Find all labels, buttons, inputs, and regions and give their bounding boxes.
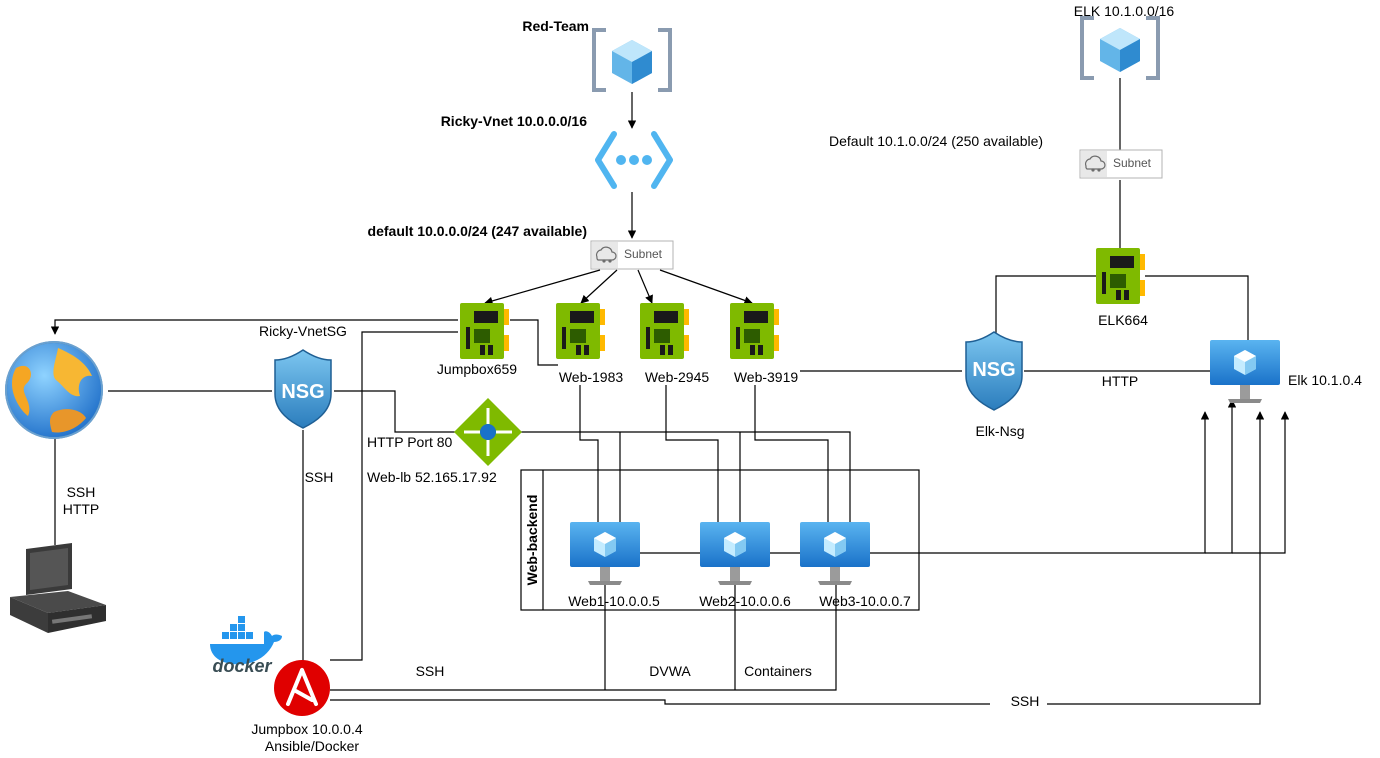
jumpbox-label-line2: Ansible/Docker xyxy=(265,738,359,754)
network-card-icon xyxy=(1096,248,1145,304)
nsg-ssh-label: SSH xyxy=(305,469,334,485)
vm-web2-label: Web2-10.0.0.6 xyxy=(699,593,791,609)
nic-elk-label: ELK664 xyxy=(1098,312,1148,328)
vm-elk[interactable] xyxy=(1210,340,1280,403)
subnet-badge-text: Subnet xyxy=(624,247,663,261)
cube-icon xyxy=(1080,16,1160,80)
network-card-icon xyxy=(460,303,509,359)
elk-http-label: HTTP xyxy=(1102,373,1139,389)
cube-icon xyxy=(592,28,672,92)
ssh-http-label-line1: SSH xyxy=(67,484,96,500)
nic-web3-label: Web-3919 xyxy=(734,369,799,385)
elk-nsg[interactable]: NSG xyxy=(965,331,1023,411)
load-balancer[interactable] xyxy=(454,398,522,466)
connection-lines xyxy=(50,78,1290,705)
vm-elk-label: Elk 10.1.0.4 xyxy=(1288,372,1362,388)
vm-web3[interactable] xyxy=(800,522,870,585)
web-backend-label: Web-backend xyxy=(524,495,540,586)
elk-nsg-icon-text: NSG xyxy=(972,359,1015,381)
jumpbox-ansible[interactable] xyxy=(274,660,330,716)
elk-subnet-badge-text: Subnet xyxy=(1113,156,1152,170)
vm-web2[interactable] xyxy=(700,522,770,585)
nic-web1-label: Web-1983 xyxy=(559,369,624,385)
virtual-machine-icon xyxy=(1210,340,1280,403)
elk-ssh-label: SSH xyxy=(1011,693,1040,709)
elk-nsg-label: Elk-Nsg xyxy=(975,423,1024,439)
ssh-http-label-line2: HTTP xyxy=(63,501,100,517)
ricky-nsg[interactable]: NSG xyxy=(274,349,332,429)
dvwa-label: DVWA xyxy=(649,663,691,679)
network-card-icon xyxy=(640,303,689,359)
nic-web1[interactable] xyxy=(556,303,605,359)
red-team-label: Red-Team xyxy=(522,18,589,34)
red-team-resource-group[interactable] xyxy=(592,28,672,92)
virtual-machine-icon xyxy=(700,522,770,585)
vm-web1[interactable] xyxy=(570,522,640,585)
lb-name-label: Web-lb 52.165.17.92 xyxy=(367,469,497,485)
nic-web2[interactable] xyxy=(640,303,689,359)
subnet-badge[interactable]: Subnet xyxy=(590,240,674,270)
workstation-computer[interactable] xyxy=(10,543,106,633)
nic-jumpbox-label: Jumpbox659 xyxy=(437,361,517,377)
vm-web3-label: Web3-10.0.0.7 xyxy=(819,593,911,609)
jumpbox-label-line1: Jumpbox 10.0.0.4 xyxy=(251,721,363,737)
ricky-nsg-label: Ricky-VnetSG xyxy=(259,323,347,339)
vnet-label: Ricky-Vnet 10.0.0.0/16 xyxy=(441,113,588,129)
virtual-machine-icon xyxy=(570,522,640,585)
containers-label: Containers xyxy=(744,663,812,679)
nic-web3[interactable] xyxy=(730,303,779,359)
nsg-icon-text: NSG xyxy=(281,381,324,403)
vnet-icon[interactable] xyxy=(595,131,673,189)
nic-elk[interactable] xyxy=(1096,248,1145,304)
network-card-icon xyxy=(556,303,605,359)
nic-jumpbox[interactable] xyxy=(460,303,509,359)
virtual-machine-icon xyxy=(800,522,870,585)
web-backend-pool: Web-backend xyxy=(520,469,920,611)
network-card-icon xyxy=(730,303,779,359)
elk-resource-group[interactable] xyxy=(1080,16,1160,80)
lb-port-label: HTTP Port 80 xyxy=(367,434,453,450)
jump-ssh-label: SSH xyxy=(416,663,445,679)
vm-web1-label: Web1-10.0.0.5 xyxy=(568,593,660,609)
elk-vnet-label: ELK 10.1.0.0/16 xyxy=(1074,3,1175,19)
docker-logo: docker xyxy=(210,616,282,676)
elk-subnet-label: Default 10.1.0.0/24 (250 available) xyxy=(829,133,1043,149)
elk-subnet-badge[interactable]: Subnet xyxy=(1079,149,1163,179)
subnet-label: default 10.0.0.0/24 (247 available) xyxy=(368,223,587,239)
docker-wordmark: docker xyxy=(212,656,272,676)
internet-globe[interactable] xyxy=(5,341,103,439)
nic-web2-label: Web-2945 xyxy=(645,369,710,385)
